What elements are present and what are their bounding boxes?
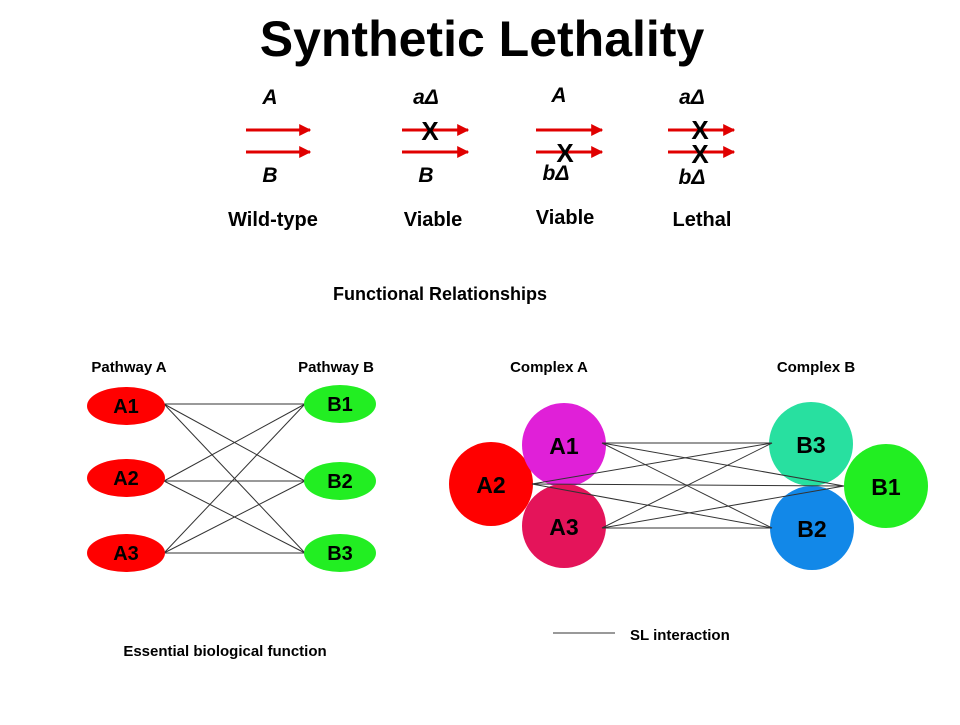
complex-interaction-lines [531, 442, 845, 529]
node-label: A1 [549, 433, 579, 459]
deletion-x-mark: X [421, 116, 439, 146]
genotype-caption: Lethal [673, 209, 732, 231]
pathway-node-a2: A2 [87, 459, 165, 497]
gene-label-top: aΔ [679, 86, 705, 109]
essential-function-caption: Essential biological function [123, 643, 326, 660]
complex-node-a1: A1 [522, 403, 606, 487]
complex-node-b1: B1 [844, 444, 928, 528]
complex-b-label: Complex B [777, 359, 856, 376]
genotype-caption: Viable [536, 207, 595, 229]
pathway-node-b2: B2 [304, 462, 376, 500]
genotype-double-deletion: aΔ X X bΔ Lethal [668, 86, 736, 231]
node-label: A3 [113, 543, 139, 565]
node-label: B2 [797, 516, 826, 542]
pathway-interaction-lines [163, 403, 306, 554]
complex-node-a3: A3 [522, 484, 606, 568]
pathway-node-b1: B1 [304, 385, 376, 423]
genotype-caption: Viable [404, 209, 463, 231]
node-label: A1 [113, 396, 139, 418]
node-label: B3 [796, 432, 825, 458]
gene-label-bottom: bΔ [543, 162, 570, 185]
gene-label-bottom: B [262, 164, 277, 187]
genotype-b-deletion: A X bΔ Viable [536, 84, 604, 229]
node-label: B2 [327, 471, 353, 493]
node-label: A2 [476, 472, 505, 498]
gene-label-bottom: B [418, 164, 433, 187]
gene-label-top: A [261, 86, 277, 109]
node-label: B1 [327, 394, 353, 416]
pathway-a-label: Pathway A [91, 359, 166, 376]
deletion-x-mark: X [556, 138, 574, 168]
complex-node-a2: A2 [449, 442, 533, 526]
complex-a-label: Complex A [510, 359, 588, 376]
genotype-wild-type: A B Wild-type [228, 86, 318, 231]
genotype-a-deletion: aΔ X B Viable [402, 86, 470, 231]
node-label: A3 [549, 514, 578, 540]
gene-label-bottom: bΔ [679, 166, 706, 189]
functional-relationships-heading: Functional Relationships [333, 284, 547, 304]
gene-label-top: A [550, 84, 566, 107]
complex-node-b2: B2 [770, 486, 854, 570]
legend-label: SL interaction [630, 627, 730, 644]
deletion-x-mark: X [691, 139, 709, 169]
node-label: A2 [113, 468, 139, 490]
complex-node-b3: B3 [769, 402, 853, 486]
pathway-panel: Pathway A Pathway B A1 A2 A3 B1 [87, 359, 376, 660]
pathway-node-a3: A3 [87, 534, 165, 572]
node-label: B3 [327, 543, 353, 565]
pathway-b-label: Pathway B [298, 359, 374, 376]
node-label: B1 [871, 474, 901, 500]
genotype-caption: Wild-type [228, 209, 318, 231]
complex-panel: Complex A Complex B A2 A1 A3 B1 B3 B2 [449, 359, 928, 570]
deletion-x-mark: X [691, 115, 709, 145]
pathway-node-a1: A1 [87, 387, 165, 425]
slide-title: Synthetic Lethality [260, 11, 705, 67]
gene-label-top: aΔ [413, 86, 439, 109]
legend: SL interaction [553, 627, 730, 644]
pathway-node-b3: B3 [304, 534, 376, 572]
